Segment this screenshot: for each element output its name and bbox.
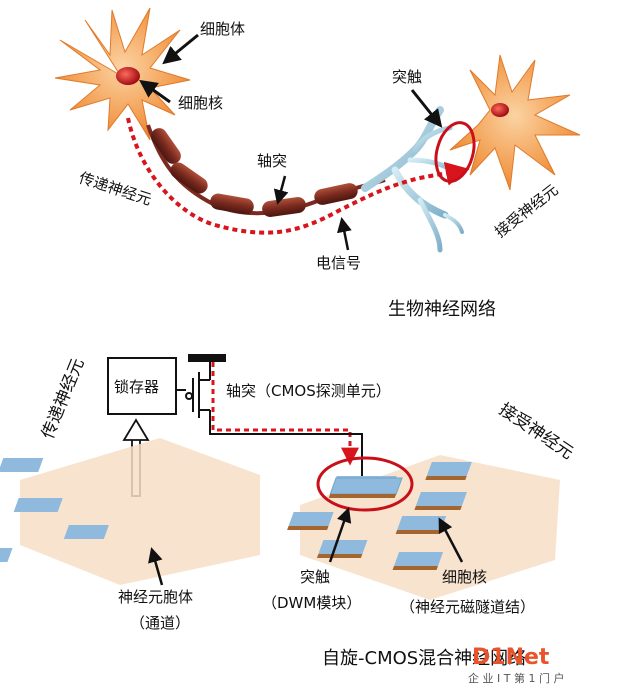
signal-label: 电信号 <box>316 254 361 272</box>
presynaptic-nucleus <box>116 67 140 85</box>
soma-label: 细胞体 <box>200 20 245 38</box>
soma-arrow <box>162 33 199 65</box>
pad-brown <box>395 530 442 534</box>
presynaptic-neuron <box>54 7 191 141</box>
pad-brown <box>425 476 467 480</box>
synapse-pad <box>329 477 403 495</box>
supply-rail <box>188 354 226 362</box>
biological-network: 细胞体 细胞核 轴突 突触 电信号 传递神经元 接受神经元 生物神经网络 <box>54 7 581 320</box>
mtj-label: （神经元磁隧道结） <box>400 598 535 616</box>
latch-box <box>107 357 177 415</box>
pad <box>415 492 467 506</box>
pad <box>13 498 63 512</box>
myelin-segment <box>210 193 254 215</box>
pad <box>397 516 447 530</box>
nucleus-label: 细胞核 <box>178 94 223 112</box>
watermark: D1Net 企 业 I T 第 1 门 户 <box>468 645 564 685</box>
myelin-segment <box>314 183 358 205</box>
axon-wire <box>209 428 363 478</box>
left-pads <box>0 458 109 562</box>
axon-cmos-label: 轴突（CMOS探测单元） <box>226 382 391 400</box>
watermark-brand-text: D1Net <box>472 645 550 670</box>
dwm-label: （DWM模块） <box>262 594 361 612</box>
pad <box>63 525 109 539</box>
left-crossbar <box>0 438 260 585</box>
soma-arrow-bottom <box>148 547 164 586</box>
synapse-arrow-bottom <box>328 507 352 563</box>
presynaptic-label: 传递神经元 <box>77 169 154 209</box>
watermark-tagline: 企 业 I T 第 1 门 户 <box>468 671 564 685</box>
nucleus-label-bottom: 细胞核 <box>442 568 487 586</box>
axon-signal-path <box>211 362 359 466</box>
nucleus-arrow-bottom <box>438 517 464 563</box>
synapse-highlight <box>434 121 476 183</box>
synapse-label: 突触 <box>392 68 422 86</box>
pad-brown <box>414 506 462 510</box>
pad-brown <box>287 526 329 530</box>
axon-arrow <box>273 175 289 205</box>
pad <box>426 462 472 476</box>
synapse-label-bottom: 突触 <box>300 568 330 586</box>
pad-brown <box>316 554 363 558</box>
synapse-arrow <box>410 89 443 128</box>
pad-brown <box>392 566 438 570</box>
synapse-circle <box>316 456 414 512</box>
channel-label: （通道） <box>130 614 190 632</box>
pad <box>0 458 44 472</box>
postsynaptic-nucleus <box>491 103 509 117</box>
signal-arrow <box>336 217 352 251</box>
postsynaptic-neuron <box>449 54 581 191</box>
top-title: 生物神经网络 <box>388 299 496 320</box>
pad <box>318 540 368 554</box>
postsynaptic-label: 接受神经元 <box>491 181 561 241</box>
axon <box>146 124 386 217</box>
pad <box>288 512 334 526</box>
synapse-pad-brown <box>328 494 397 498</box>
soma-label-bottom: 神经元胞体 <box>118 588 193 606</box>
pad <box>393 552 444 566</box>
right-crossbar <box>287 455 560 600</box>
spin-cmos-network: 锁存器 <box>0 354 577 669</box>
myelin-segment <box>151 128 181 164</box>
bottom-title: 自旋-CMOS混合神经网络 <box>322 648 526 669</box>
presynaptic-label-bottom: 传递神经元 <box>38 356 88 442</box>
postsynaptic-label-bottom: 接受神经元 <box>495 400 577 464</box>
watermark-brand: D1Net <box>472 645 550 670</box>
myelin-segment <box>262 197 306 217</box>
pad <box>0 548 13 562</box>
nucleus-arrow <box>139 79 171 104</box>
myelin-segment <box>170 162 208 194</box>
cmos-transistor <box>176 362 211 428</box>
signal-path <box>126 117 470 235</box>
latch-label: 锁存器 <box>114 378 159 396</box>
axon-label: 轴突 <box>257 152 287 170</box>
